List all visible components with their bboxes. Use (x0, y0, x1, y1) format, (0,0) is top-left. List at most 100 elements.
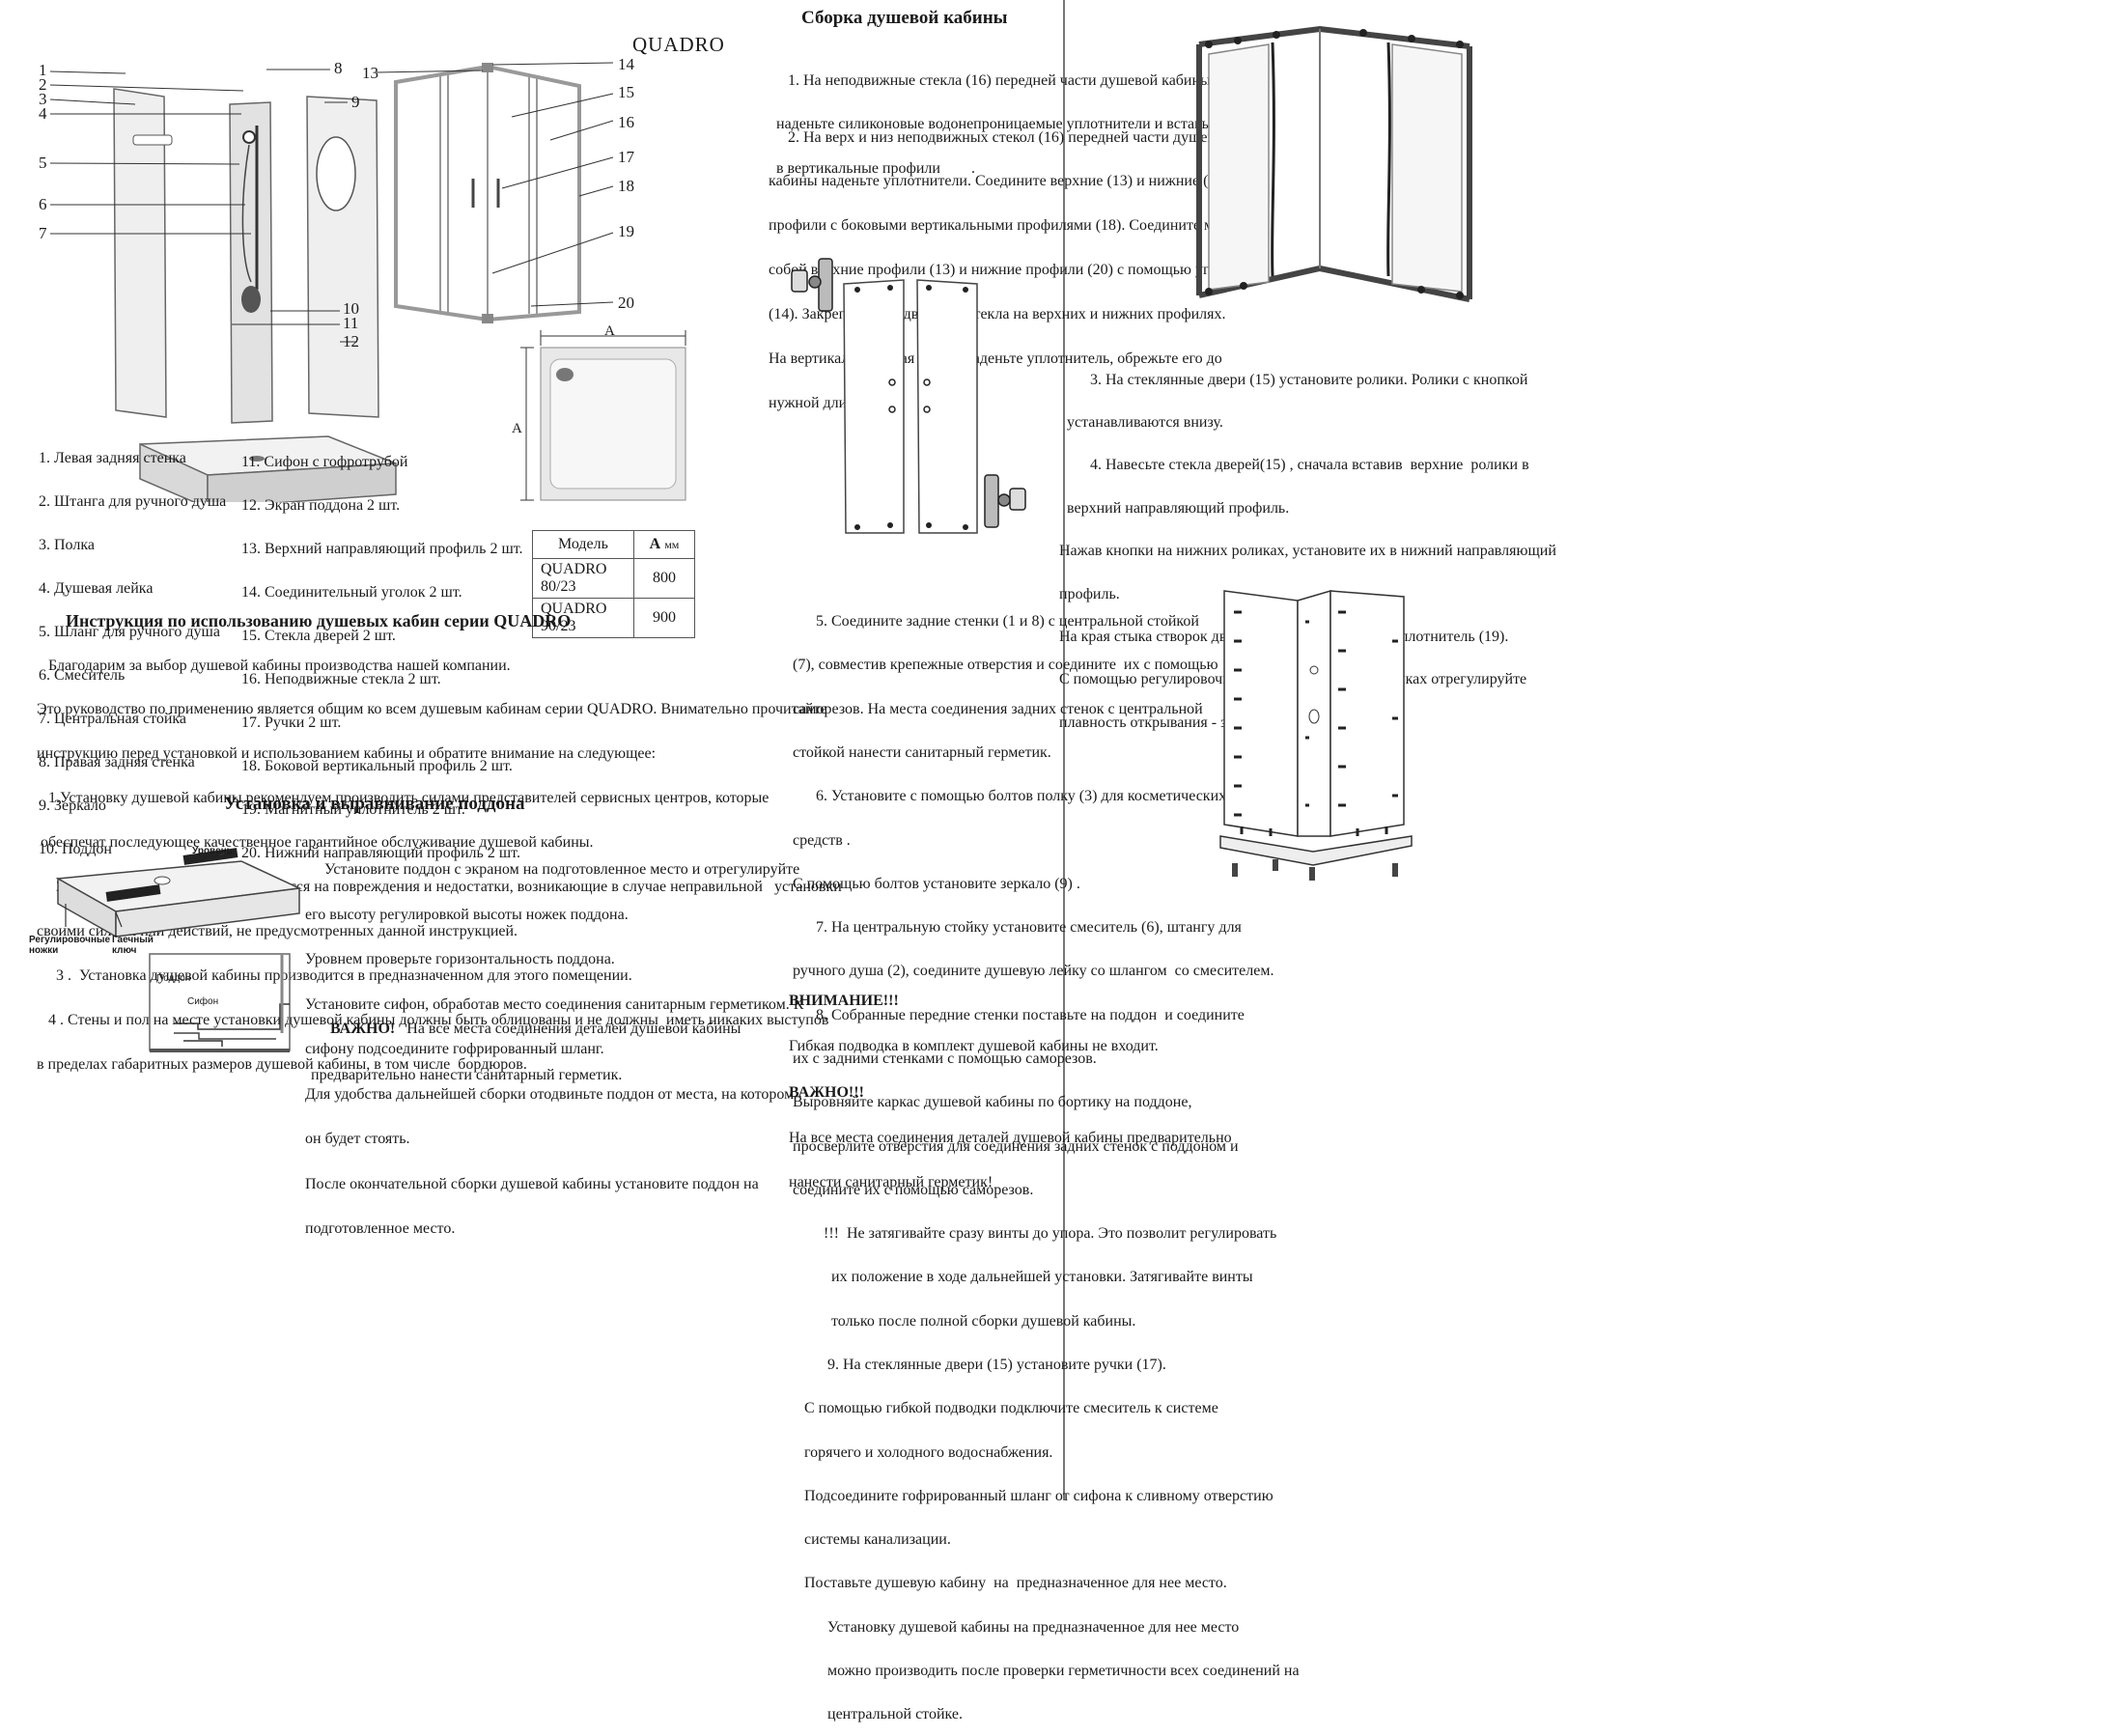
table-cell-model: QUADRO 80/23 (532, 558, 634, 599)
frame-figure (1196, 25, 1472, 302)
paragraph-line: Это руководство по применению является о… (29, 701, 827, 718)
paragraph-line: С помощью болтов установите зеркало (9) … (785, 875, 1080, 892)
callout-11: 11 (343, 314, 359, 332)
tray-section-title: Установка и выравнивание поддона (224, 794, 525, 814)
table-cell-a: 800 (633, 558, 695, 599)
table-header-row: Модель А мм (532, 530, 695, 559)
callout-4: 4 (39, 104, 47, 123)
paragraph-line: 2. На верх и низ неподвижных стекол (16)… (769, 128, 1231, 146)
part-item: 10. Поддон (39, 841, 112, 857)
paragraph-line: инструкцию перед установкой и использова… (29, 745, 657, 763)
paragraph-line: 4 . Стены и пол на месте установки душев… (29, 1011, 829, 1028)
table-header-a: А мм (633, 530, 695, 559)
paragraph-line: Уровнем проверьте горизонтальность поддо… (305, 951, 615, 967)
instructions-body: Благодарим за выбор душевой кабины произ… (29, 629, 842, 1086)
paragraph-line: Установку душевой кабины на предназначен… (785, 1618, 1240, 1636)
callout-7: 7 (39, 224, 47, 242)
table-header-model: Модель (532, 530, 634, 559)
paragraph-line: 9. На стеклянные двери (15) установите р… (785, 1356, 1166, 1373)
part-item: 5. Шланг для ручного душа (39, 624, 220, 640)
model-title: QUADRO (632, 33, 725, 56)
paragraph-line: кабины наденьте уплотнители. Соедините в… (769, 173, 1229, 190)
part-item: 12. Экран поддона 2 шт. (241, 497, 401, 514)
paragraph-line: Подсоедините гофрированный шланг от сифо… (785, 1487, 1273, 1504)
paragraph-line: 3 . Установка душевой кабины производитс… (29, 966, 632, 984)
paragraph-line: профиль. (1059, 585, 1120, 602)
assembly-title: Сборка душевой кабины (801, 8, 1008, 28)
warning-text: Гибкая подводка в комплект душевой кабин… (789, 1037, 1159, 1054)
part-item: 7. Центральная стойка (39, 711, 187, 727)
paragraph-line: Выровняйте каркас душевой кабины по борт… (785, 1094, 1192, 1111)
part-item: 20. Нижний направляющий профиль 2 шт. (241, 845, 520, 861)
callout-16: 16 (618, 113, 634, 131)
part-item: 14. Соединительный уголок 2 шт. (241, 584, 462, 601)
important-text: предварительно нанести санитарный гермет… (311, 1067, 623, 1083)
paragraph-line: После окончательной сборки душевой кабин… (305, 1175, 759, 1192)
important-text: На все места соединения деталей душевой … (789, 1129, 1232, 1146)
paragraph-line: Нажав кнопки на нижних роликах, установи… (1059, 543, 1556, 560)
part-item: 18. Боковой вертикальный профиль 2 шт. (241, 758, 513, 774)
warning-label: ВНИМАНИЕ!!! (789, 993, 899, 1009)
paragraph-line: саморезов. На места соединения задних ст… (785, 700, 1203, 717)
paragraph-line: ручного душа (2), соедините душевую лейк… (785, 963, 1274, 980)
part-item: 15. Стекла дверей 2 шт. (241, 628, 396, 644)
callout-1: 1 (39, 61, 47, 79)
paragraph-line: 5. Соедините задние стенки (1 и 8) с цен… (785, 613, 1199, 630)
part-item: 9. Зеркало (39, 798, 106, 814)
important-line: ВАЖНО! На все места соединения деталей д… (311, 1022, 741, 1037)
table-row: QUADRO 80/23 800 (532, 558, 695, 599)
mirror-shape (316, 136, 356, 211)
paragraph-line: !!! Не затягивайте сразу винты до упора.… (785, 1225, 1277, 1243)
paragraph-line: Поставьте душевую кабину на предназначен… (785, 1575, 1227, 1592)
dim-label-vertical: A (512, 421, 522, 436)
paragraph-line: соедините их с помощью саморезов. (785, 1181, 1034, 1198)
callout-6: 6 (39, 195, 47, 213)
fig-siphon-label: Сифон (187, 996, 219, 1007)
table-cell-a: 900 (633, 598, 695, 638)
callout-8: 8 (334, 59, 343, 77)
paragraph-line: 7. На центральную стойку установите смес… (785, 919, 1242, 937)
paragraph-line: (7), совместив крепежные отверстия и сое… (785, 657, 1218, 674)
part-item: 2. Штанга для ручного душа (39, 493, 227, 510)
paragraph-line: горячего и холодного водоснабжения. (785, 1443, 1053, 1461)
paragraph-line: он будет стоять. (305, 1131, 410, 1147)
part-item: 8. Правая задняя стенка (39, 754, 195, 770)
back-wall-figure (1219, 589, 1413, 881)
paragraph-line: С помощью гибкой подводки подключите сме… (785, 1400, 1218, 1417)
door-panels-figure (791, 258, 1026, 534)
callout-10: 10 (343, 299, 359, 318)
paragraph-line: их с задними стенками с помощью саморезо… (785, 1050, 1097, 1067)
callout-13: 13 (362, 64, 378, 82)
callout-12: 12 (343, 332, 359, 350)
model-table: Модель А мм QUADRO 80/23 800 QUADRO 90/2… (532, 530, 695, 638)
callout-5: 5 (39, 154, 47, 172)
paragraph-line: профили с боковыми вертикальными профиля… (769, 217, 1247, 235)
fig-legs-label: Регулировочные ножки (29, 935, 111, 956)
fig-key-label: Гаечный ключ (112, 935, 154, 956)
parts-list-col1: 1. Левая задняя стенка 2. Штанга для руч… (39, 422, 226, 871)
warning-note: ВНИМАНИЕ!!! Гибкая подводка в комплект д… (789, 964, 1232, 1205)
paragraph-line: только после полной сборки душевой кабин… (785, 1312, 1136, 1330)
callout-18: 18 (618, 177, 634, 195)
tray-install-figure (55, 848, 302, 1052)
tray-instructions: Установите поддон с экраном на подготовл… (305, 832, 803, 1251)
part-item: 4. Душевая лейка (39, 580, 154, 597)
part-item: 19. Магнитный уплотнитель 2 шт. (241, 801, 465, 818)
paragraph-line: устанавливаются внизу. (1059, 413, 1223, 431)
callout-19: 19 (618, 222, 634, 240)
callout-2: 2 (39, 75, 47, 94)
fig-level-label: Уровень (192, 846, 233, 856)
page-divider (1063, 0, 1065, 1500)
paragraph-line: его высоту регулировкой высоты ножек под… (305, 906, 629, 923)
paragraph-line: Для удобства дальнейшей сборки отодвиньт… (305, 1085, 795, 1103)
paragraph-line: своими силами или действий, не предусмот… (29, 922, 518, 939)
callout-9: 9 (351, 93, 360, 111)
important-text: На все места соединения деталей душевой … (395, 1021, 742, 1037)
paragraph-line: обеспечат последующее качественное гаран… (29, 834, 594, 852)
part-item: 13. Верхний направляющий профиль 2 шт. (241, 541, 523, 557)
paragraph-line: можно производить после проверки гермети… (785, 1662, 1300, 1679)
instructions-title: Инструкция по использованию душевых каби… (66, 611, 572, 630)
paragraph-line: 1. На неподвижные стекла (16) передней ч… (769, 71, 1211, 89)
paragraph-line: Благодарим за выбор душевой кабины произ… (29, 657, 511, 674)
part-item: 6. Смеситель (39, 667, 126, 684)
